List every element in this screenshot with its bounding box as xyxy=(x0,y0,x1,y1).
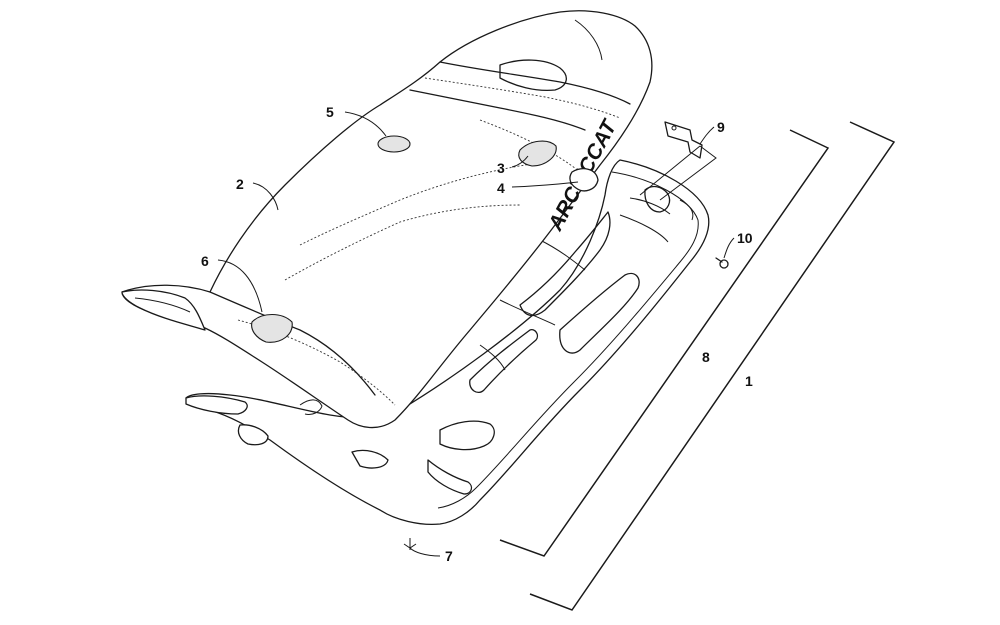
seat-base-pan xyxy=(185,159,710,526)
callout-6: 6 xyxy=(201,253,209,269)
callout-10: 10 xyxy=(737,230,753,246)
assembly-bracket-8 xyxy=(499,129,830,557)
callout-2: 2 xyxy=(236,176,244,192)
callout-5: 5 xyxy=(326,104,334,120)
callout-4: 4 xyxy=(497,180,505,196)
assembly-bracket-1 xyxy=(529,121,896,611)
screw-fastener xyxy=(715,257,729,269)
seat-patch-5 xyxy=(377,135,411,153)
callout-3: 3 xyxy=(497,160,505,176)
leader-lines xyxy=(217,111,735,557)
callout-1: 1 xyxy=(745,373,753,389)
callout-9: 9 xyxy=(717,119,725,135)
seat-strap-6 xyxy=(251,313,293,343)
callout-8: 8 xyxy=(702,349,710,365)
seat-snap-4 xyxy=(569,168,599,192)
latch-bracket xyxy=(664,121,703,159)
callout-7: 7 xyxy=(445,548,453,564)
seat-strap-3 xyxy=(518,140,557,167)
